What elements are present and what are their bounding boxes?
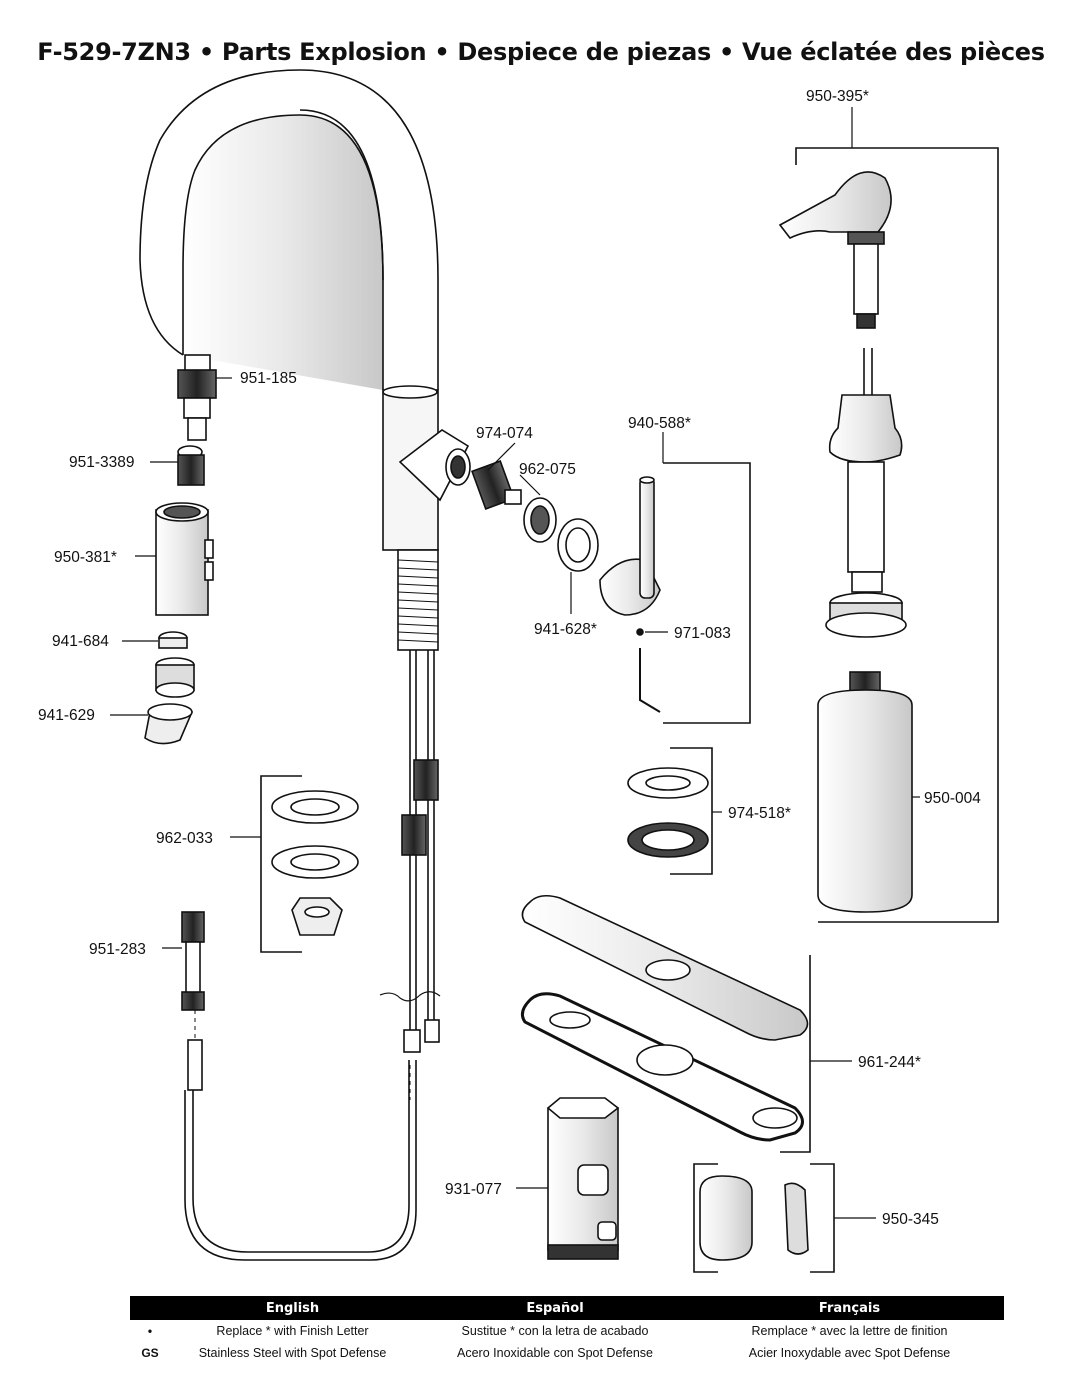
handle-assembly <box>471 460 751 724</box>
part-label: 950-381* <box>54 549 117 566</box>
part-label: 950-395* <box>806 88 869 105</box>
title-english: Parts Explosion <box>221 38 427 66</box>
mounting-hardware <box>260 775 359 953</box>
faucet-spout <box>139 69 471 1261</box>
legend-key: GS <box>141 1346 159 1360</box>
part-label: 974-518* <box>728 805 791 822</box>
part-label: 951-283 <box>89 941 146 958</box>
part-label: 962-033 <box>156 830 213 847</box>
legend-header-french: Français <box>818 1300 881 1316</box>
part-labels: 950-395* 951-185 974-074 940-588* 962-07… <box>38 88 981 1228</box>
part-label: 931-077 <box>445 1181 502 1198</box>
valve-body <box>546 1097 620 1260</box>
title-spanish: Despiece de piezas <box>457 38 711 66</box>
legend-header-spanish: Español <box>526 1300 584 1316</box>
title-separator: • <box>718 38 735 66</box>
part-label: 962-075 <box>519 461 576 478</box>
title-model: F-529-7ZN3 <box>37 38 191 66</box>
part-label: 941-629 <box>38 707 95 724</box>
deck-plate <box>520 894 811 1153</box>
legend-row: • Replace * with Finish Letter Sustitue … <box>130 1320 1004 1342</box>
gasket-pair <box>627 747 713 875</box>
soap-dispenser-assembly <box>778 147 999 923</box>
legend-english: Replace * with Finish Letter <box>216 1324 369 1338</box>
legend-header-english: English <box>265 1300 320 1316</box>
title-separator: • <box>434 38 450 66</box>
legend-header: English Español Français <box>130 1296 1004 1320</box>
legend-spanish: Sustitue * con la letra de acabado <box>461 1324 649 1338</box>
part-label: 951-185 <box>240 370 297 387</box>
part-label: 950-004 <box>924 790 981 807</box>
title-separator: • <box>198 38 214 66</box>
spray-head-assembly <box>144 354 217 1091</box>
legend-key: • <box>147 1324 153 1338</box>
part-label: 951-3389 <box>69 454 135 471</box>
part-label: 941-684 <box>52 633 109 650</box>
part-label: 941-628* <box>534 621 597 638</box>
leader-lines <box>110 107 920 1219</box>
legend-english: Stainless Steel with Spot Defense <box>198 1346 387 1360</box>
title-french: Vue éclatée des pièces <box>742 38 1045 66</box>
part-label: 961-244* <box>858 1054 921 1071</box>
part-label: 940-588* <box>628 415 691 432</box>
legend-french: Acier Inoxydable avec Spot Defense <box>748 1346 951 1360</box>
legend-table: English Español Français • Replace * wit… <box>130 1296 1004 1364</box>
legend-french: Remplace * avec la lettre de finition <box>751 1324 948 1338</box>
part-label: 974-074 <box>476 425 533 442</box>
legend-row: GS Stainless Steel with Spot Defense Ace… <box>130 1342 1004 1364</box>
clip-assembly <box>693 1163 835 1273</box>
legend-spanish: Acero Inoxidable con Spot Defense <box>457 1346 653 1360</box>
part-label: 971-083 <box>674 625 731 642</box>
page-title: F-529-7ZN3•Parts Explosion•Despiece de p… <box>0 38 1082 66</box>
part-label: 950-345 <box>882 1211 939 1228</box>
parts-explosion-diagram: 950-395* 951-185 974-074 940-588* 962-07… <box>38 69 999 1273</box>
